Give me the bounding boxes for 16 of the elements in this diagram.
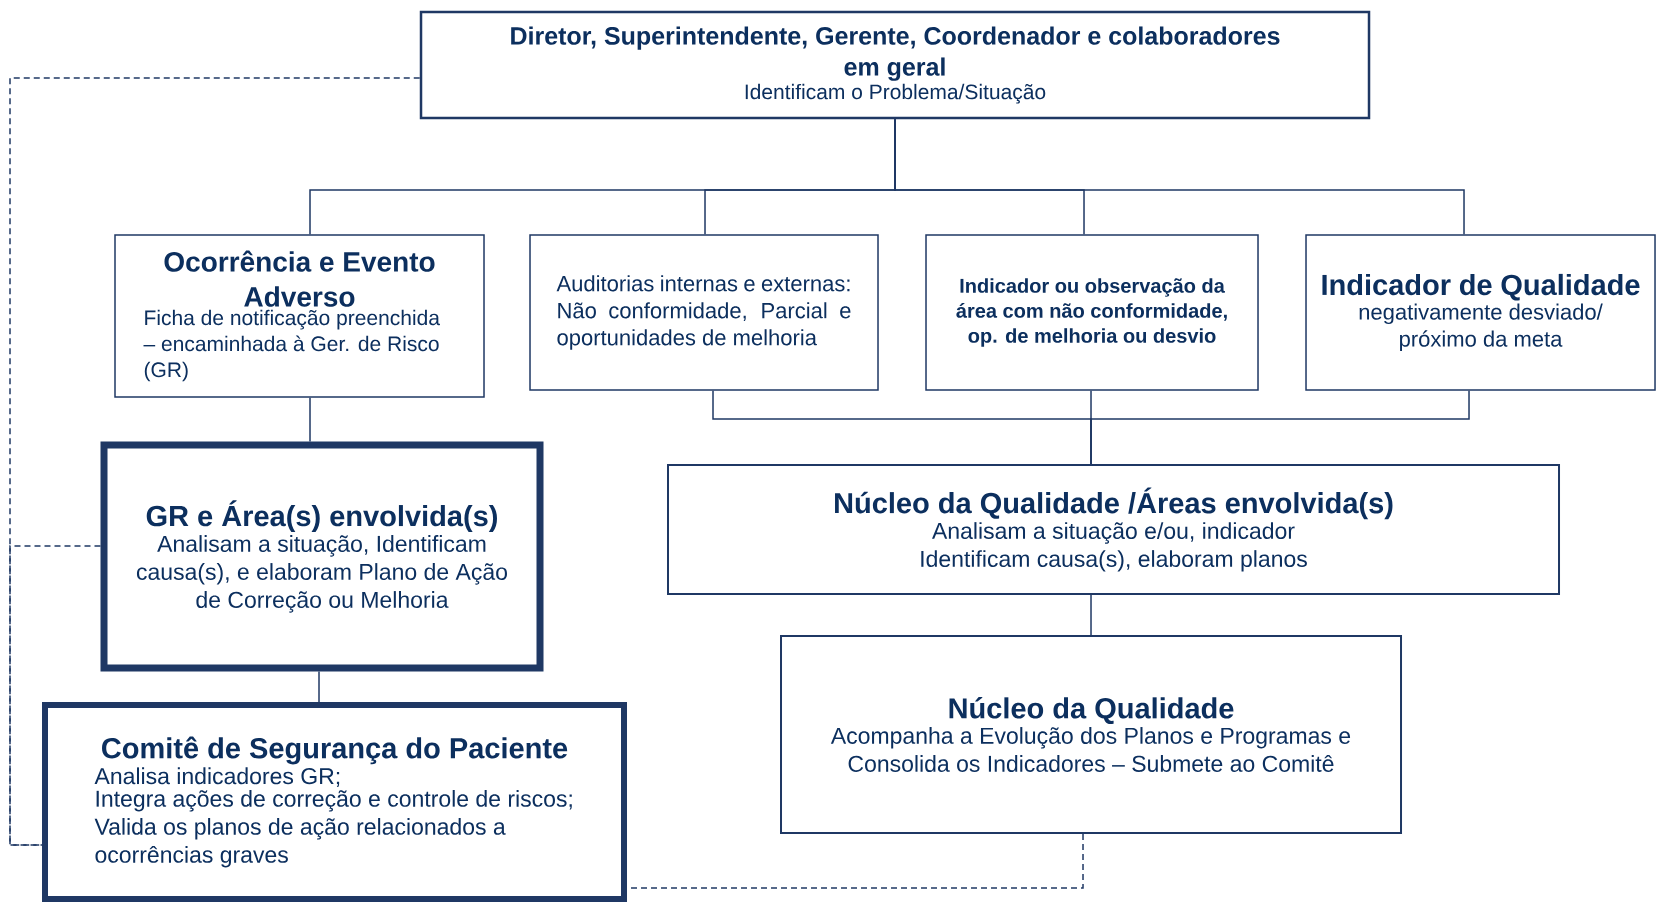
process-box: Diretor, Superintendente, Gerente, Coordenador e colaboradores em geral Identificam o Problema/Situação — [419, 10, 1371, 120]
process-box: Núcleo da Qualidade /Áreas envolvida(s) Analisam a situação e/ou, indicador Identificam causa(s), elaboram planos — [667, 464, 1560, 595]
process-box: Ocorrência e Evento Adverso Ficha de notificação preenchida – encaminhada à Ger. de Risco (GR) — [114, 234, 485, 398]
process-box: Auditorias internas e externas: Não conformidade, Parcial e oportunidades de melhoria — [529, 234, 879, 391]
process-box: Comitê de Segurança do Paciente Analisa indicadores GR; Integra ações de correção e controle de riscos; Valida os planos de ação relacionados a ocorrências graves — [42, 702, 627, 902]
connector-line — [318, 670, 320, 703]
connector-line — [309, 397, 311, 443]
connector-line — [1090, 594, 1092, 636]
process-box: Núcleo da Qualidade Acompanha a Evolução dos Planos e Programas e Consolida os Indicadores – Submete ao Comitê — [780, 635, 1402, 834]
process-box: GR e Área(s) envolvida(s) Analisam a situação, Identificam causa(s), e elaboram Plano de Ação de Correção ou Melhoria — [100, 441, 544, 672]
process-box: Indicador ou observação da área com não conformidade, op. de melhoria ou desvio — [925, 234, 1259, 391]
connector-line — [1090, 390, 1470, 465]
connector-line — [9, 77, 421, 846]
connector-line — [894, 118, 1465, 235]
process-box: Indicador de Qualidade negativamente desviado/ próximo da meta — [1305, 234, 1656, 391]
connector-line — [9, 545, 102, 846]
